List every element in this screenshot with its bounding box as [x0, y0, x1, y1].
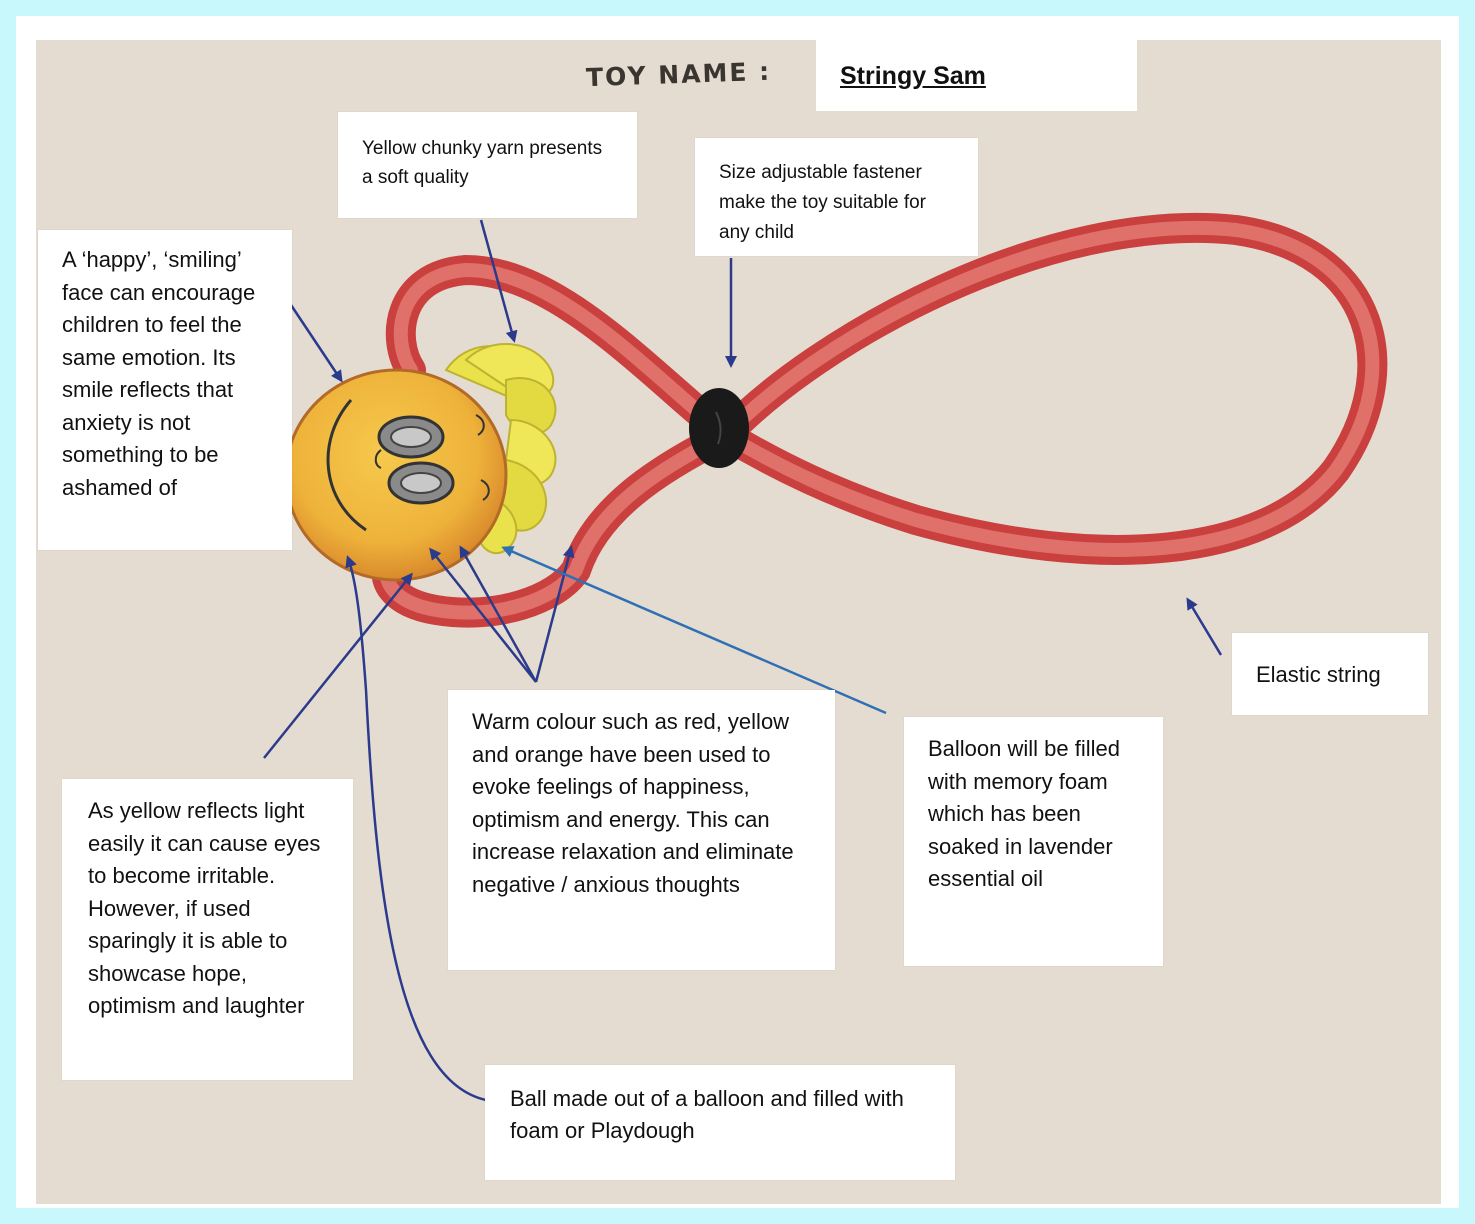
note-face-text: A ‘happy’, ‘smiling’ face can encourage …	[62, 247, 256, 500]
note-ball-text: Ball made out of a balloon and filled wi…	[510, 1086, 904, 1143]
note-yellow-light-text: As yellow reflects light easily it can c…	[88, 798, 321, 1018]
note-elastic-text: Elastic string	[1256, 662, 1381, 687]
note-yarn: Yellow chunky yarn presents a soft quali…	[338, 112, 637, 218]
balloon-arrow	[501, 546, 887, 715]
note-warm-colour: Warm colour such as red, yellow and oran…	[448, 690, 835, 970]
note-fastener: Size adjustable fastener make the toy su…	[695, 138, 978, 256]
annotation-arrows	[263, 219, 1223, 1102]
note-elastic: Elastic string	[1232, 633, 1428, 715]
note-yarn-text: Yellow chunky yarn presents a soft quali…	[362, 138, 603, 188]
elastic-string-right-loop	[711, 212, 1388, 565]
yarn-hair	[444, 343, 557, 555]
note-yellow-light: As yellow reflects light easily it can c…	[62, 779, 353, 1080]
note-warm-colour-text: Warm colour such as red, yellow and oran…	[472, 709, 794, 897]
note-balloon-foam-text: Balloon will be filled with memory foam …	[928, 736, 1120, 891]
smiling-face-ball	[284, 368, 508, 582]
fastener-bead	[689, 388, 749, 468]
note-face: A ‘happy’, ‘smiling’ face can encourage …	[38, 230, 292, 550]
note-ball: Ball made out of a balloon and filled wi…	[485, 1065, 955, 1180]
note-fastener-text: Size adjustable fastener make the toy su…	[719, 162, 926, 243]
toy-name: Stringy Sam	[840, 62, 986, 90]
note-balloon-foam: Balloon will be filled with memory foam …	[904, 717, 1163, 966]
toy-name-box: Stringy Sam	[816, 40, 1137, 111]
toy-drawing	[263, 212, 1388, 1102]
